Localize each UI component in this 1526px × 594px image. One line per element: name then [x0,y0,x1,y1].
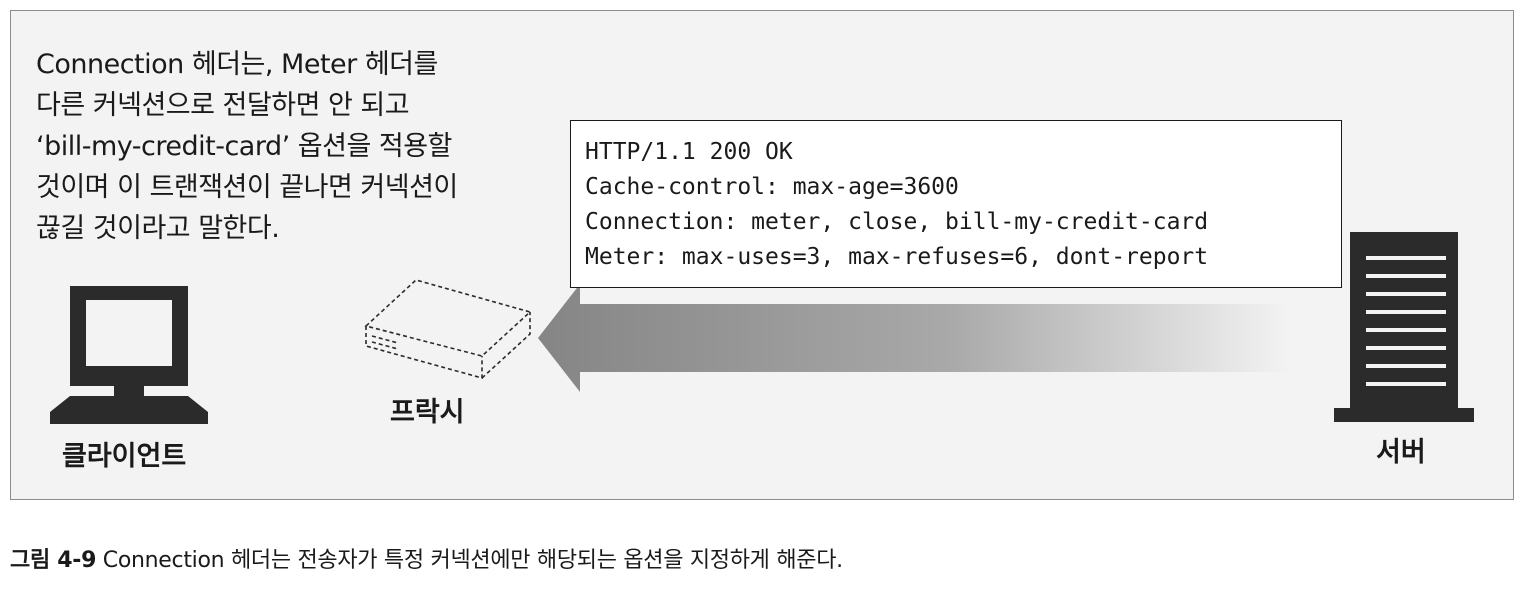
annotation-text: Connection 헤더는, Meter 헤더를 다른 커넥션으로 전달하면 … [36,44,556,249]
server-tower-icon [1334,232,1474,422]
caption-text: Connection 헤더는 전송자가 특정 커넥션에만 해당되는 옵션을 지정… [96,548,843,573]
proxy-box-icon [364,279,532,380]
header-line-connection: Connection: meter, close, bill-my-credit… [585,209,1209,235]
annotation-line: 것이며 이 트랜잭션이 끝나면 커넥션이 [36,172,458,203]
proxy-label: 프락시 [390,397,465,428]
client-label: 클라이언트 [62,441,187,472]
figure-number: 그림 4-9 [10,548,97,573]
header-line-cache-control: Cache-control: max-age=3600 [585,174,959,200]
annotation-line: ‘bill-my-credit-card’ 옵션을 적용할 [36,131,452,162]
annotation-line: Connection 헤더는, Meter 헤더를 [36,49,438,80]
figure-caption: 그림 4-9 Connection 헤더는 전송자가 특정 커넥션에만 해당되는… [10,542,843,574]
left-arrow-icon [538,284,1290,392]
server-label: 서버 [1376,437,1426,468]
header-line-meter: Meter: max-uses=3, max-refuses=6, dont-r… [585,244,1209,270]
status-line: HTTP/1.1 200 OK [585,139,793,165]
annotation-line: 끊길 것이라고 말한다. [36,213,280,244]
desktop-computer-icon [50,286,208,424]
annotation-line: 다른 커넥션으로 전달하면 안 되고 [36,90,410,121]
http-response-message: HTTP/1.1 200 OK Cache-control: max-age=3… [570,120,1342,288]
